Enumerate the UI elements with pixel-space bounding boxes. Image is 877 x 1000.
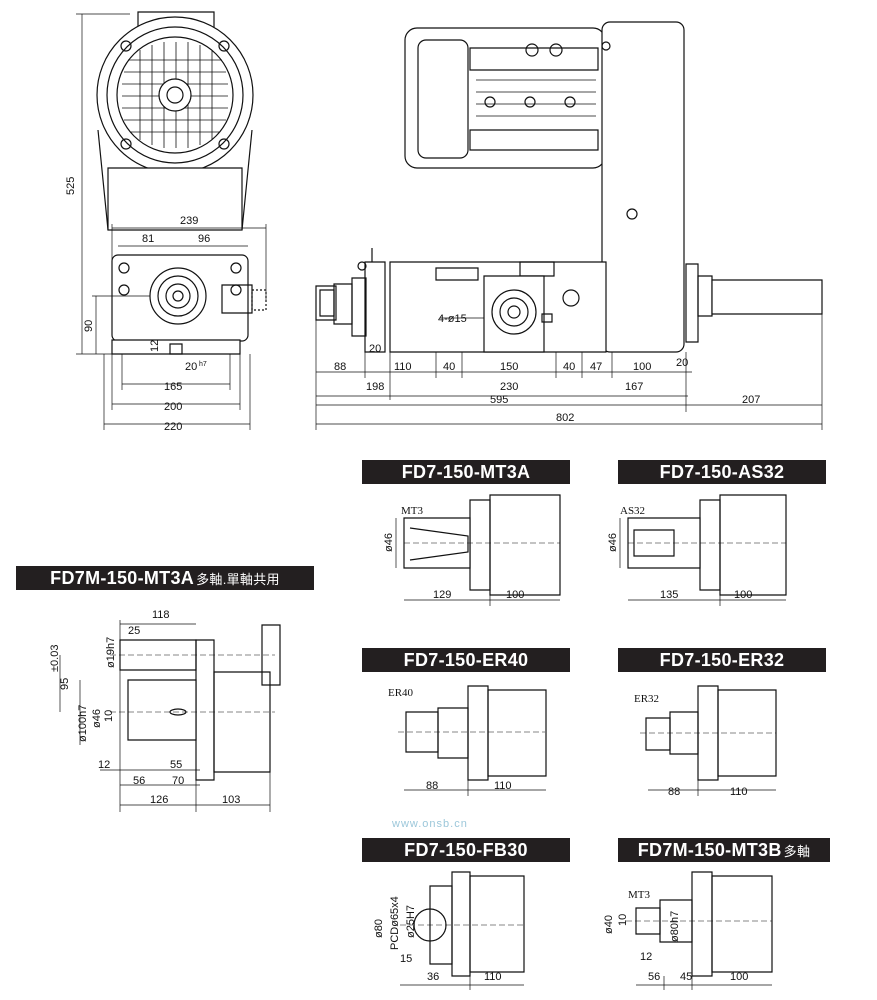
dim-12-c: 12 (98, 759, 110, 771)
dim-56: 56 (133, 775, 145, 787)
dim-207: 207 (742, 394, 760, 406)
dim-150: 150 (500, 361, 518, 373)
variant-subtitle-mt3b: 多軸 (783, 844, 811, 859)
variant-title-fb30: FD7-150-FB30 (362, 838, 570, 862)
dim-40b: 40 (563, 361, 575, 373)
variant-er32-drawing (640, 686, 776, 796)
variant-mt3b-drawing (626, 872, 772, 990)
dim-110-er40: 110 (494, 780, 512, 792)
label-phi46-a: ø46 (383, 533, 395, 552)
variant-title-as32: FD7-150-AS32 (618, 460, 826, 484)
dim-110: 110 (394, 361, 412, 373)
dim-90: 90 (83, 320, 95, 332)
dim-20: 20 (185, 361, 197, 373)
dim-100-b: 100 (734, 589, 752, 601)
side-view (316, 22, 822, 430)
dim-88-er40: 88 (426, 780, 438, 792)
dim-40a: 40 (443, 361, 455, 373)
dim-595: 595 (490, 394, 508, 406)
dim-135: 135 (660, 589, 678, 601)
variant-title-as32-text: FD7-150-AS32 (659, 462, 785, 482)
dim-100-a: 100 (506, 589, 524, 601)
dim-100-c: 100 (730, 971, 748, 983)
variant-title-fb30-text: FD7-150-FB30 (404, 840, 528, 860)
variant-subtitle-fd7m-mt3a: 多軸.單軸共用 (196, 572, 280, 587)
dim-525: 525 (65, 177, 77, 195)
dim-110-fb30: 110 (484, 971, 502, 983)
watermark: www.onsb.cn (392, 818, 468, 830)
dim-h7: h7 (199, 361, 207, 368)
label-as32: AS32 (620, 505, 645, 517)
variant-title-er40-text: FD7-150-ER40 (403, 650, 529, 670)
variant-title-mt3a: FD7-150-MT3A (362, 460, 570, 484)
dim-167: 167 (625, 381, 643, 393)
dim-47: 47 (590, 361, 602, 373)
variant-title-er32: FD7-150-ER32 (618, 648, 826, 672)
dim-4-phi15: 4-ø15 (438, 313, 467, 325)
variant-mt3a-drawing (396, 495, 560, 606)
dim-96: 96 (198, 233, 210, 245)
dim-20-right: 20 (676, 357, 688, 369)
label-phi80: ø80 (373, 919, 385, 938)
dim-165: 165 (164, 381, 182, 393)
label-phi40: ø40 (603, 915, 615, 934)
label-phi80h7: ø80h7 (669, 911, 681, 942)
front-view (76, 12, 266, 430)
variant-fb30-drawing (400, 872, 524, 990)
label-er32: ER32 (634, 693, 659, 705)
label-phi46-b: ø46 (607, 533, 619, 552)
variant-title-fd7m-mt3a-text: FD7M-150-MT3A (50, 568, 195, 588)
dim-12-b: 12 (640, 951, 652, 963)
dim-100: 100 (633, 361, 651, 373)
dim-12: 12 (149, 340, 161, 352)
label-phi46-c: ø46 (91, 709, 103, 728)
variant-title-er40: FD7-150-ER40 (362, 648, 570, 672)
dim-20-left: 20 (369, 343, 381, 355)
label-er40: ER40 (388, 687, 414, 699)
dim-118: 118 (152, 609, 170, 621)
dim-36: 36 (427, 971, 439, 983)
variant-fd7m-mt3a-drawing (60, 620, 280, 812)
label-pcd65x4: PCDø65x4 (389, 896, 401, 950)
label-mt3: MT3 (401, 505, 424, 517)
dim-25: 25 (128, 625, 140, 637)
dim-10: 10 (103, 710, 115, 722)
dim-198: 198 (366, 381, 384, 393)
dim-81: 81 (142, 233, 154, 245)
dim-56-b: 56 (648, 971, 660, 983)
dim-95: 95 (59, 678, 71, 690)
variant-as32-drawing (620, 495, 786, 606)
dim-10-b: 10 (617, 914, 629, 926)
variant-title-er32-text: FD7-150-ER32 (659, 650, 785, 670)
label-phi100h7: ø100h7 (77, 705, 89, 742)
label-mt3-b: MT3 (628, 889, 651, 901)
dim-230: 230 (500, 381, 518, 393)
dim-239: 239 (180, 215, 198, 227)
dim-103: 103 (222, 794, 240, 806)
dim-88: 88 (334, 361, 346, 373)
dim-55: 55 (170, 759, 182, 771)
label-tol-003: ±0.03 (49, 645, 61, 672)
label-phi25h7: ø25H7 (405, 905, 417, 938)
dim-15: 15 (400, 953, 412, 965)
dim-70: 70 (172, 775, 184, 787)
variant-title-mt3b-text: FD7M-150-MT3B (637, 840, 782, 860)
dim-88-er32: 88 (668, 786, 680, 798)
dim-220: 220 (164, 421, 182, 433)
dim-110-er32: 110 (730, 786, 748, 798)
variant-er40-drawing (398, 686, 546, 796)
variant-title-mt3a-text: FD7-150-MT3A (401, 462, 531, 482)
dim-45: 45 (680, 971, 692, 983)
dim-129: 129 (433, 589, 451, 601)
dim-126: 126 (150, 794, 168, 806)
dim-200: 200 (164, 401, 182, 413)
label-phi19h7: ø19h7 (105, 637, 117, 668)
dim-802: 802 (556, 412, 574, 424)
